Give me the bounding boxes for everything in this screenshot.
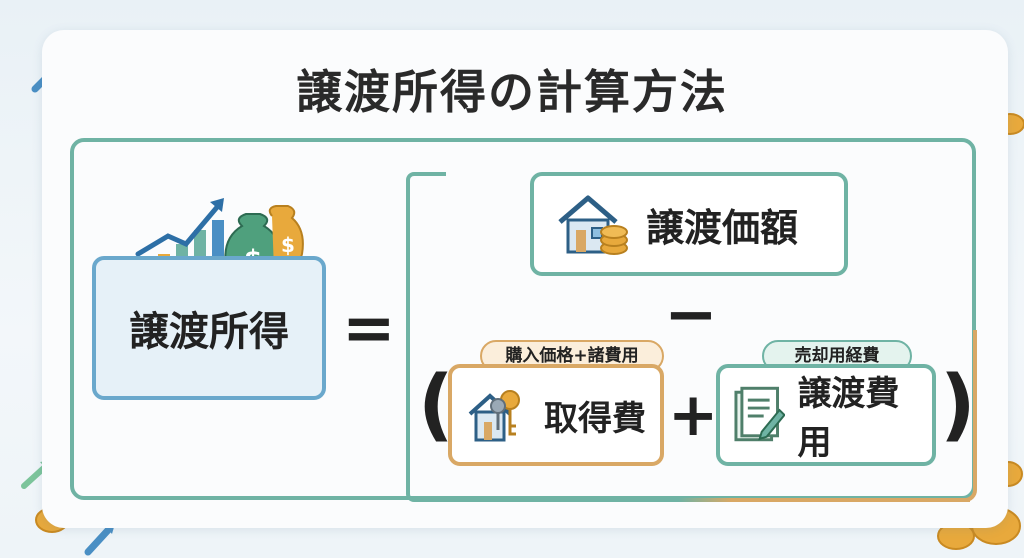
close-parenthesis: ): [940, 360, 976, 450]
house-key-icon: [468, 390, 520, 442]
transfer-expense-box: 譲渡費用: [716, 364, 936, 466]
open-parenthesis: (: [418, 360, 454, 450]
acquisition-cost-label: 取得費: [544, 398, 646, 439]
frame-accent: [965, 330, 977, 502]
document-pen-icon: [734, 386, 786, 442]
bracket-bottom-line: [440, 498, 970, 502]
plus-sign: +: [668, 380, 719, 450]
svg-text:$: $: [281, 233, 295, 257]
page-title: 譲渡所得の計算方法: [296, 65, 728, 119]
equals-sign: =: [342, 292, 396, 366]
sale-price-box: 譲渡価額: [530, 172, 848, 276]
formula-bracket: [406, 172, 446, 502]
transfer-expense-label: 譲渡費用: [797, 374, 900, 463]
acquisition-cost-box: 取得費: [448, 364, 664, 466]
minus-sign: −: [664, 278, 718, 352]
sale-price-label: 譲渡価額: [646, 205, 799, 250]
transfer-income-label: 譲渡所得: [129, 309, 289, 355]
house-coin-icon: [558, 195, 628, 255]
transfer-income-box: 譲渡所得: [92, 256, 326, 400]
